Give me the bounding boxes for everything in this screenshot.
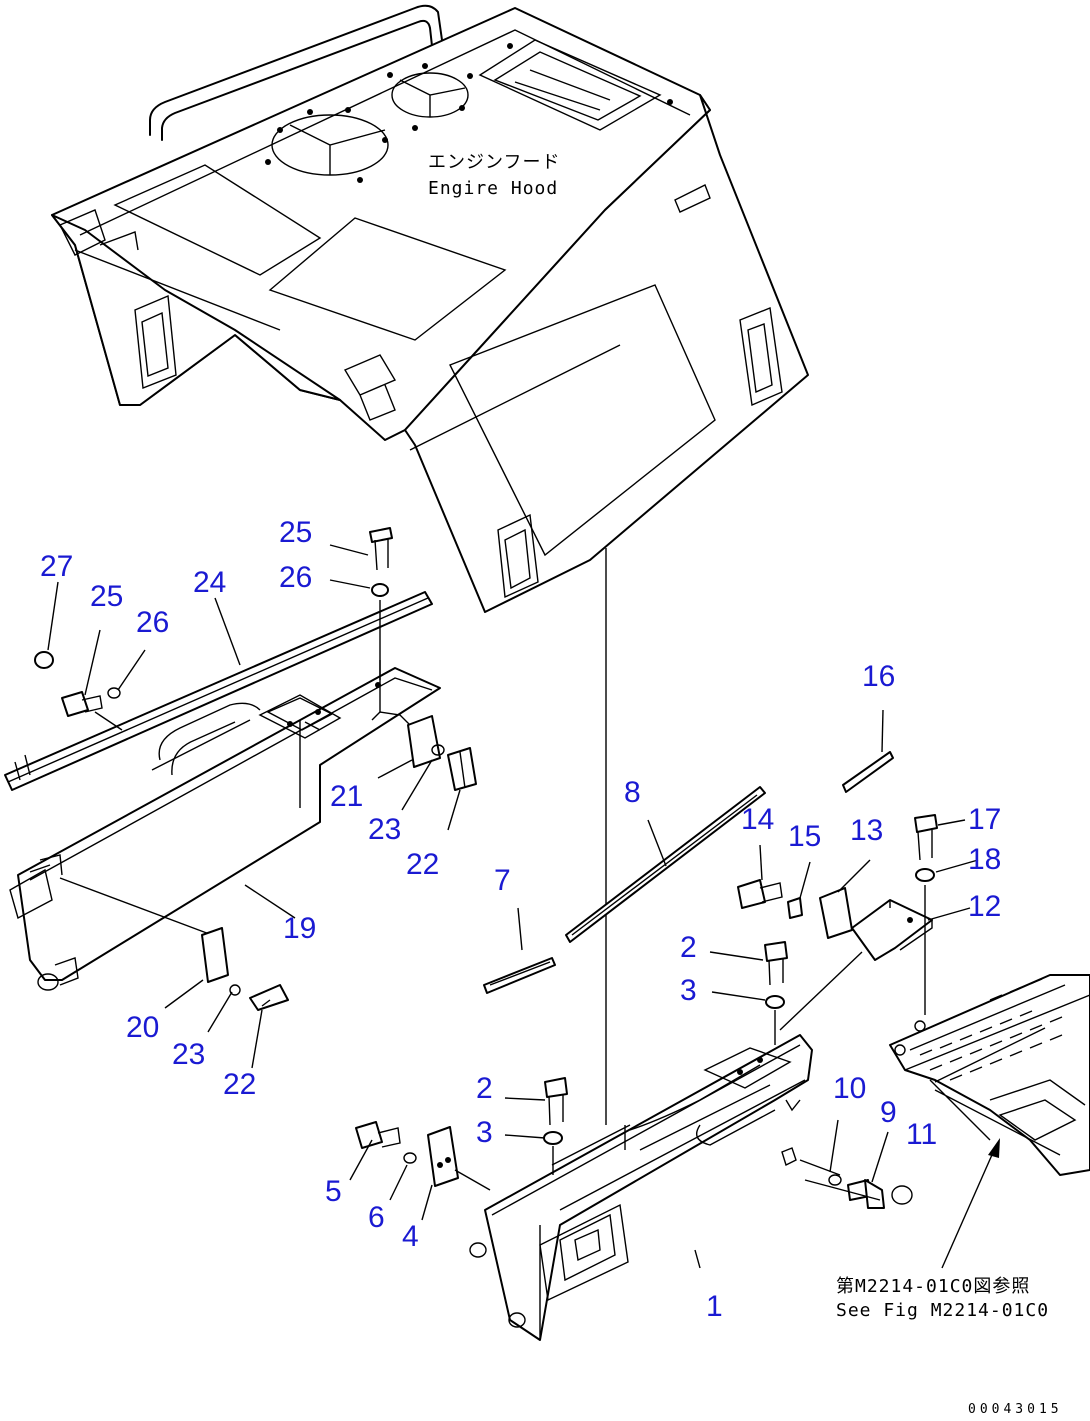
callout-5: 5 — [325, 1175, 342, 1208]
callout-9: 9 — [880, 1096, 897, 1129]
callout-22: 22 — [406, 848, 440, 881]
callout-8: 8 — [624, 776, 641, 809]
callout-6: 6 — [368, 1201, 385, 1234]
callout-25: 25 — [90, 580, 124, 613]
callout-1: 1 — [706, 1290, 723, 1323]
lower-support-1 — [469, 1034, 813, 1341]
bolt-25-left — [61, 691, 103, 717]
bolt-22-lower — [249, 984, 289, 1011]
callout-3: 3 — [680, 974, 697, 1007]
bolt-22-upper — [447, 747, 477, 791]
callout-17: 17 — [968, 803, 1002, 836]
callout-10: 10 — [833, 1072, 867, 1105]
bolt-5 — [355, 1121, 401, 1149]
callout-21: 21 — [330, 780, 364, 813]
callout-14: 14 — [741, 803, 775, 836]
reference-label-jp: 第M2214-01C0図参照 — [836, 1276, 1031, 1297]
strip-16 — [842, 751, 894, 793]
bolt-17 — [914, 814, 938, 861]
callout-23: 23 — [368, 813, 402, 846]
pin-15 — [787, 897, 803, 919]
plate-13 — [819, 887, 853, 939]
bolt-holes — [265, 43, 673, 183]
callout-3: 3 — [476, 1116, 493, 1149]
callout-12: 12 — [968, 890, 1002, 923]
step-assembly — [889, 974, 1090, 1176]
callout-18: 18 — [968, 843, 1002, 876]
callout-2: 2 — [680, 931, 697, 964]
plate-21 — [407, 715, 441, 768]
callout-25: 25 — [279, 516, 313, 549]
engine-hood — [51, 4, 809, 613]
drawing-code: 00043015 — [968, 1402, 1063, 1417]
callout-7: 7 — [494, 864, 511, 897]
plate-20 — [201, 927, 229, 983]
callout-15: 15 — [788, 820, 822, 853]
callout-23: 23 — [172, 1038, 206, 1071]
callout-2: 2 — [476, 1072, 493, 1105]
callout-26: 26 — [136, 606, 170, 639]
bolt-2-lower — [544, 1077, 568, 1126]
engine-hood-label-jp: エンジンフード — [428, 152, 561, 173]
engine-hood-label-en: Engire Hood — [428, 178, 559, 199]
callout-26: 26 — [279, 561, 313, 594]
strip-7 — [483, 957, 556, 994]
bolt-2-upper — [764, 941, 788, 986]
bolt-14 — [737, 879, 783, 909]
callout-20: 20 — [126, 1011, 160, 1044]
bolt-9 — [847, 1179, 885, 1209]
reference-arrow — [941, 1147, 996, 1269]
callout-11: 11 — [906, 1118, 938, 1151]
callout-24: 24 — [193, 566, 227, 599]
callout-4: 4 — [402, 1220, 419, 1253]
callout-16: 16 — [862, 660, 896, 693]
leader-lines — [47, 544, 979, 1269]
callout-27: 27 — [40, 550, 74, 583]
reference-label-en: See Fig M2214-01C0 — [836, 1300, 1050, 1321]
bolt-25-upper — [369, 527, 393, 571]
plate-4 — [427, 1126, 459, 1187]
callout-22: 22 — [223, 1068, 257, 1101]
callout-19: 19 — [283, 912, 317, 945]
callout-13: 13 — [850, 814, 884, 847]
bracket-12 — [851, 899, 933, 961]
